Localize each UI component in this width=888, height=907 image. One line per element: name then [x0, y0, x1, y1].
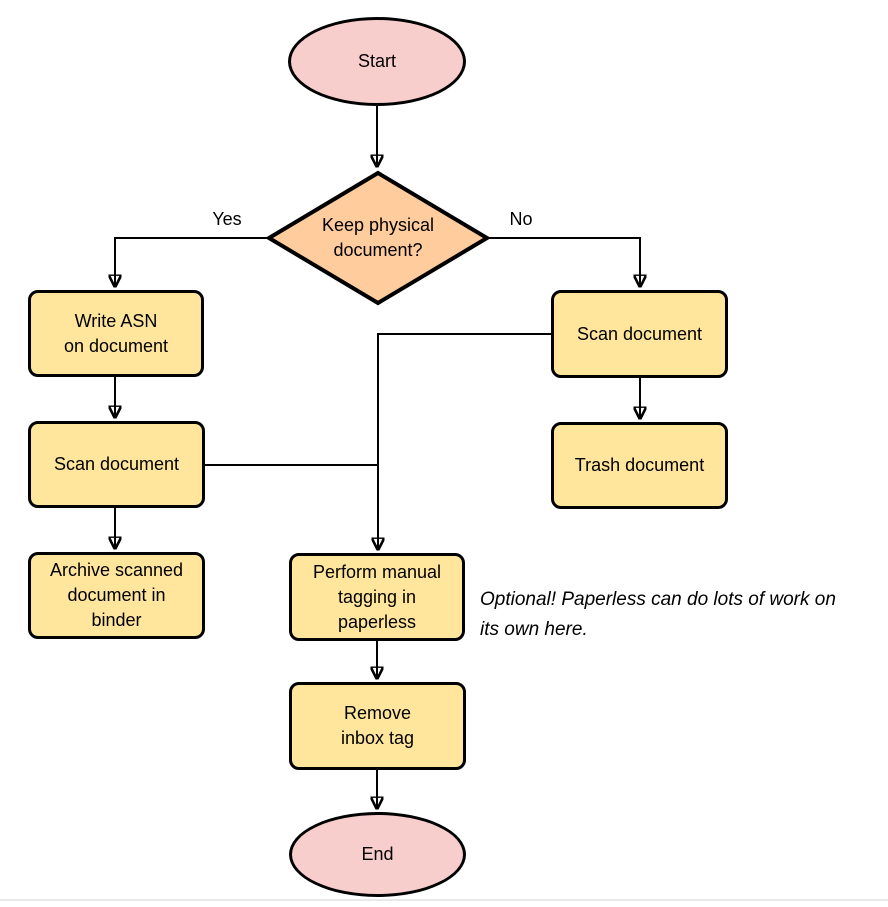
edge-decision-no-to-scan: [489, 237, 640, 286]
process-scan-document-right: Scan document: [551, 290, 728, 378]
archive-scanned-label: Archive scanned document in binder: [49, 560, 184, 630]
process-remove-inbox-tag: Remove inbox tag: [289, 682, 466, 770]
manual-tagging-label: Perform manual tagging in paperless: [312, 561, 442, 632]
edge-decision-yes-to-write: [115, 237, 267, 286]
process-trash-document: Trash document: [551, 422, 728, 509]
process-manual-tagging: Perform manual tagging in paperless: [289, 553, 465, 641]
diamond-shape: [265, 170, 491, 306]
optional-note: Optional! Paperless can do lots of work …: [480, 589, 836, 640]
process-write-asn-on-document: Write ASN on document: [28, 290, 204, 377]
edge-scan-right-to-tagging: [378, 333, 551, 549]
end-label: End: [361, 844, 394, 864]
trash-document-label: Trash document: [574, 455, 705, 475]
remove-inbox-tag-label: Remove inbox tag: [340, 703, 415, 748]
decision-label: Keep physical document?: [321, 215, 435, 260]
process-archive-scanned-document: Archive scanned document in binder: [28, 552, 205, 639]
edge-label-yes: Yes: [203, 209, 251, 229]
process-scan-document-left: Scan document: [28, 421, 205, 508]
end-node: End: [289, 812, 466, 897]
start-node: Start: [288, 17, 466, 106]
bottom-divider: [0, 899, 888, 901]
decision-keep-physical-document: Keep physical document?: [265, 170, 491, 306]
write-asn-label: Write ASN on document: [63, 310, 169, 356]
scan-document-left-label: Scan document: [53, 454, 180, 474]
start-label: Start: [357, 51, 396, 71]
edge-label-no: No: [497, 209, 545, 229]
scan-document-right-label: Scan document: [576, 323, 703, 344]
